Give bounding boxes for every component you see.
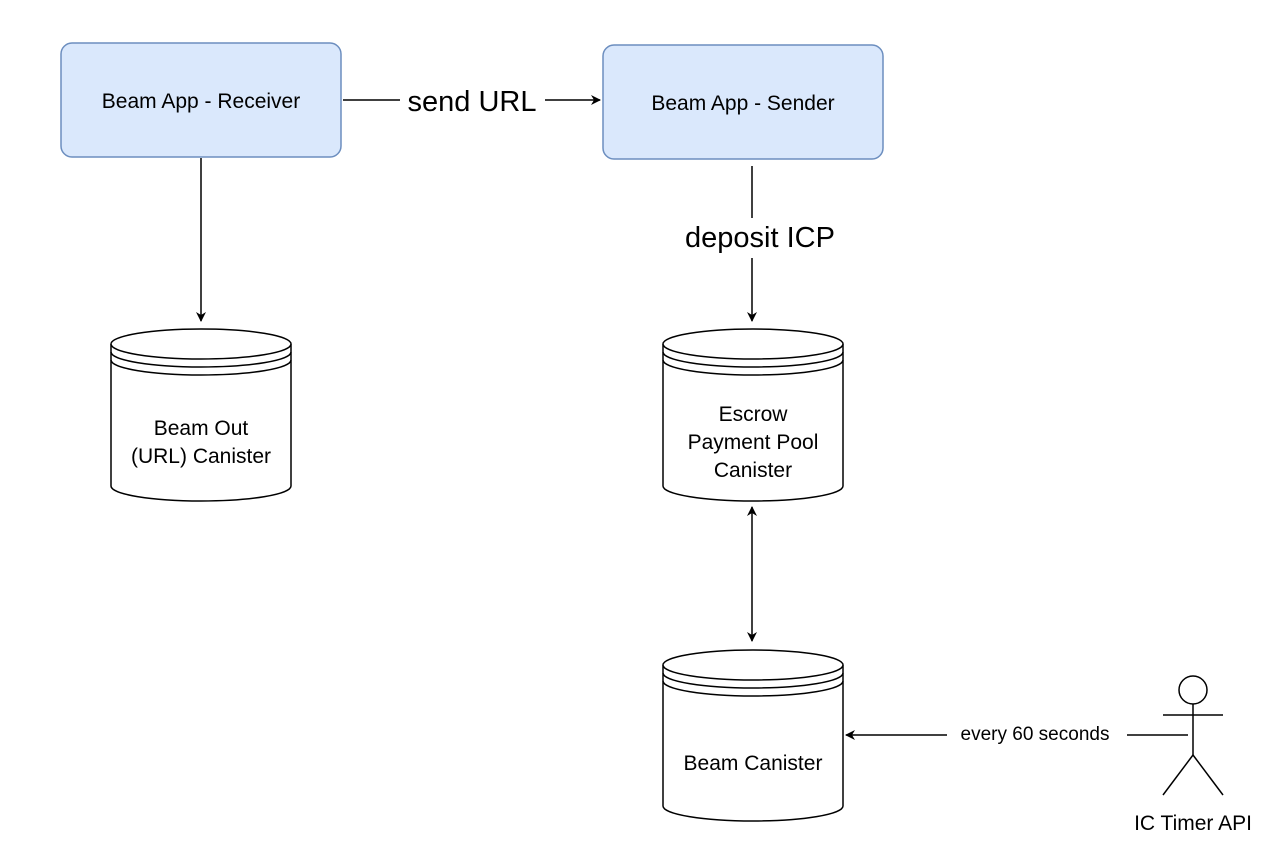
deposit-icp-label: deposit ICP (685, 222, 835, 254)
beam-canister-cylinder: Beam Canister (662, 649, 844, 822)
beam-app-sender-box: Beam App - Sender (602, 44, 884, 160)
edge-send-url: send URL (343, 86, 601, 118)
beam-out-canister-label-2: (URL) Canister (131, 445, 271, 468)
escrow-label-1: Escrow (719, 403, 789, 426)
edge-every-60-seconds: every 60 seconds (845, 724, 1188, 745)
beam-canister-label: Beam Canister (684, 752, 823, 775)
beam-app-sender-label: Beam App - Sender (651, 92, 834, 115)
beam-out-canister-label-1: Beam Out (154, 417, 249, 440)
edge-deposit-icp: deposit ICP (685, 166, 835, 322)
escrow-label-3: Canister (714, 459, 792, 482)
beam-app-receiver-box: Beam App - Receiver (60, 42, 342, 158)
every-60-seconds-label: every 60 seconds (961, 724, 1110, 745)
beam-out-canister-cylinder: Beam Out (URL) Canister (110, 328, 292, 502)
ic-timer-api-label: IC Timer API (1134, 812, 1252, 835)
beam-app-receiver-label: Beam App - Receiver (102, 90, 300, 113)
escrow-payment-pool-canister-cylinder: Escrow Payment Pool Canister (662, 328, 844, 502)
send-url-label: send URL (408, 86, 537, 118)
escrow-label-2: Payment Pool (688, 431, 819, 454)
ic-timer-actor-icon (1162, 675, 1224, 796)
